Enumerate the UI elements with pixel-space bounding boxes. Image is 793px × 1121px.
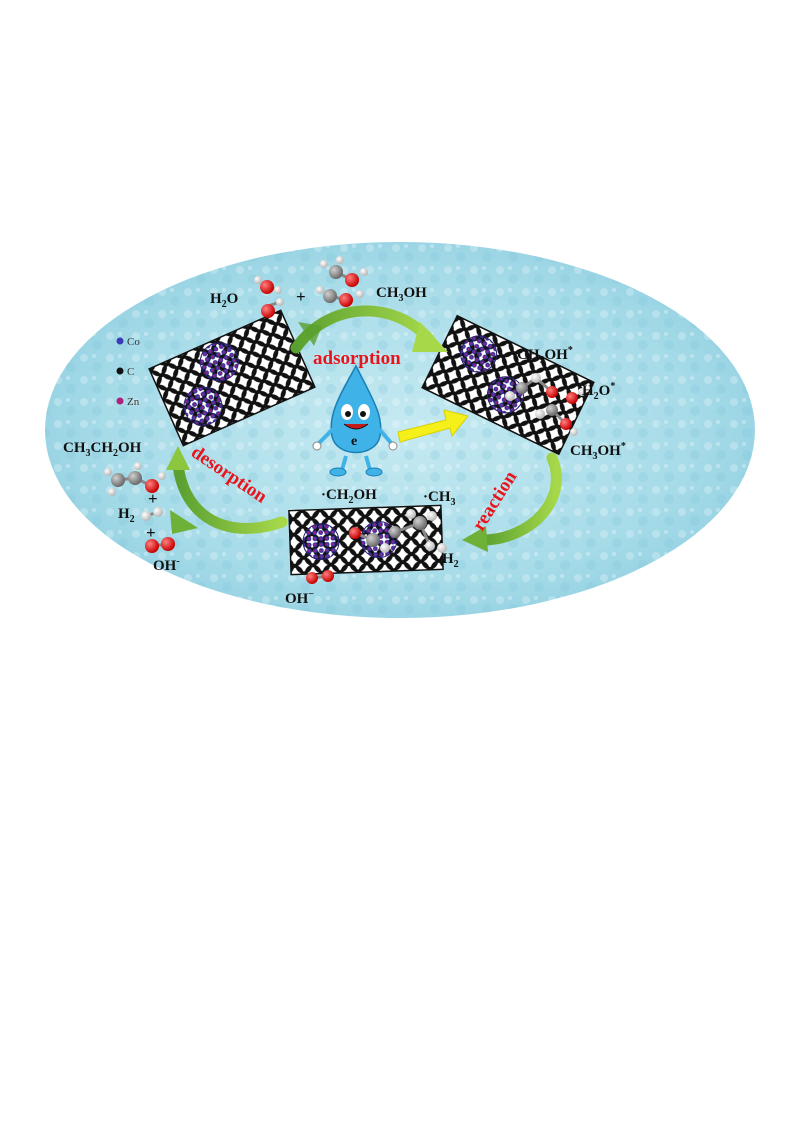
incoming-water xyxy=(254,276,284,318)
label-ch3-radical: ·CH3 xyxy=(423,489,456,508)
label-plus-1: + xyxy=(148,489,158,508)
desorption-arrow xyxy=(166,446,288,534)
reaction-intermediates xyxy=(306,509,447,584)
stage-adsorption: adsorption xyxy=(313,348,401,369)
label-h2-reaction: H2 xyxy=(442,551,459,570)
legend-c-marker xyxy=(116,367,124,375)
co-nanoparticle xyxy=(199,342,239,382)
label-ch3oh-adsorbed-1: CH3OH* xyxy=(517,345,573,366)
co-nanoparticle xyxy=(183,386,223,426)
legend-c-label: C xyxy=(127,366,134,378)
legend: Co C Zn xyxy=(116,336,140,408)
legend-zn-marker xyxy=(116,397,124,405)
adsorbed-molecules xyxy=(505,373,586,436)
adsorption-arrow xyxy=(290,305,448,354)
legend-co-label: Co xyxy=(127,336,140,348)
co-nanoparticle xyxy=(460,335,498,373)
legend-zn-label: Zn xyxy=(127,396,140,408)
electron-transfer-arrow xyxy=(397,409,469,443)
incoming-methanol xyxy=(316,256,368,307)
label-h2-out: H2 xyxy=(118,506,135,525)
label-ch2oh-radical: ·CH2OH xyxy=(321,487,377,506)
label-plus-2: + xyxy=(146,523,156,542)
label-oh-out: OH- xyxy=(153,556,180,574)
legend-co-marker xyxy=(116,337,124,345)
reaction-arrow xyxy=(462,452,562,552)
catalyst-sheet-adsorbed xyxy=(421,314,595,456)
label-h2o: H2O xyxy=(210,291,238,310)
electron-droplet-mascot: e xyxy=(312,364,398,477)
co-nanoparticle xyxy=(302,523,340,561)
label-oh-reaction: OH− xyxy=(285,589,314,607)
outgoing-products xyxy=(104,462,175,553)
electron-label: e xyxy=(351,434,357,449)
label-h2o-adsorbed: H2O* xyxy=(582,381,615,402)
label-plus-top: + xyxy=(296,287,306,306)
label-ch3oh-adsorbed-2: CH3OH* xyxy=(570,441,626,462)
label-ch3oh: CH3OH xyxy=(376,285,427,304)
label-ethanol: CH3CH2OH xyxy=(63,440,142,459)
